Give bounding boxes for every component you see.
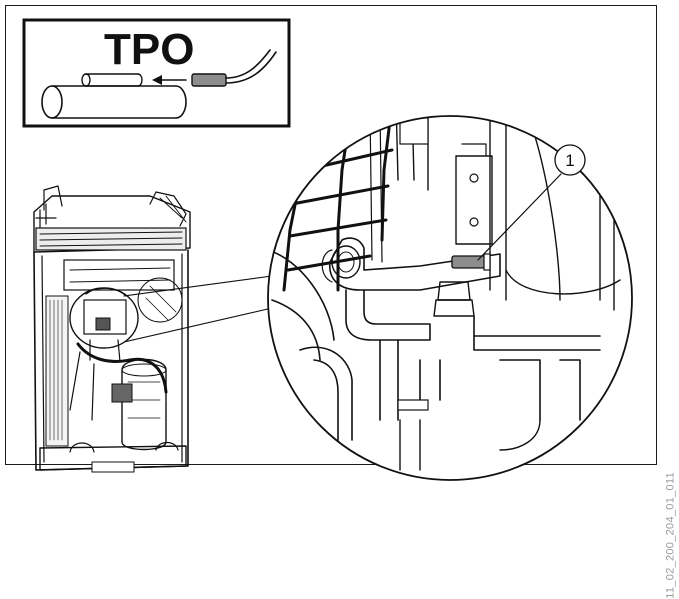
compressor xyxy=(111,358,167,451)
figure-code: 11_02_200_204_01_011 xyxy=(665,472,677,599)
heat-pump-unit xyxy=(33,185,191,473)
sensor-title: TPO xyxy=(104,25,194,74)
diagram-canvas: TPO xyxy=(22,18,633,481)
callout-1: 1 xyxy=(477,144,586,261)
tpo-temperature-sensor xyxy=(451,253,491,271)
detail-highlight xyxy=(69,287,139,349)
mounting-bracket xyxy=(455,143,493,245)
magnifier-leader-lines xyxy=(123,275,273,343)
insert-arrow-icon xyxy=(152,75,187,85)
small-pipe-illustration xyxy=(81,73,143,87)
tpo-inset-box: TPO xyxy=(22,18,291,128)
temperature-sensor xyxy=(191,49,277,87)
magnifier-circle-outline xyxy=(267,115,633,481)
callout-number: 1 xyxy=(565,151,574,170)
callout-circle xyxy=(554,144,586,176)
refrigerant-pipe xyxy=(321,237,501,291)
